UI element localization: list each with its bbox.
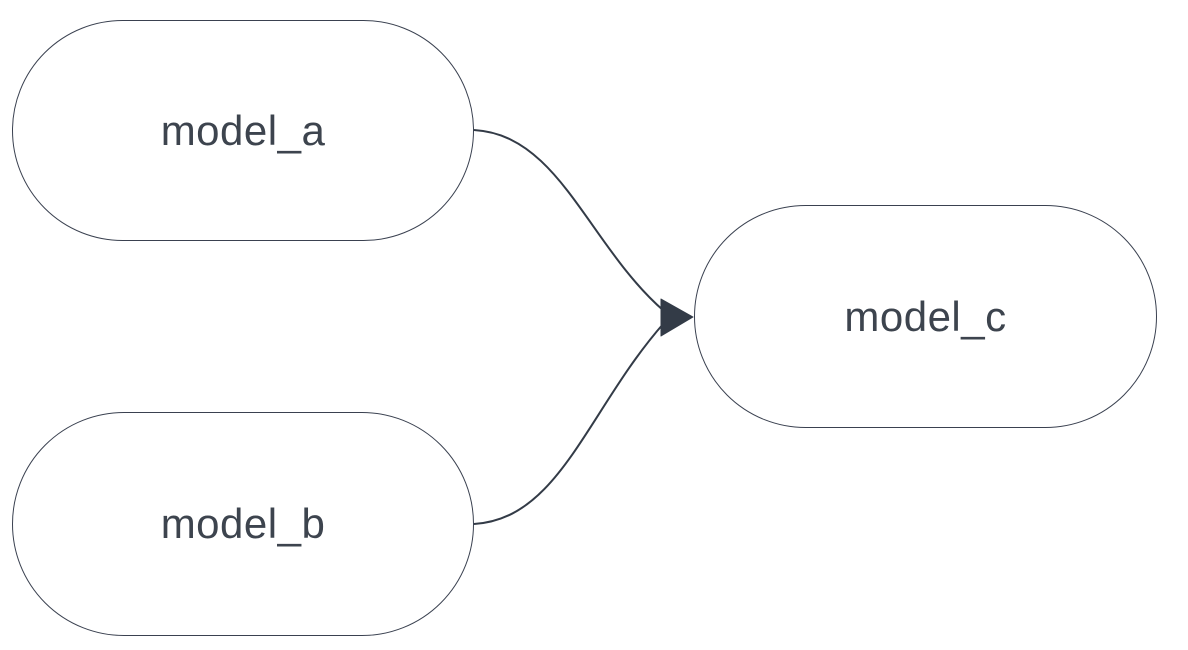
arrowhead-icon <box>660 298 694 337</box>
node-label-model_c: model_c <box>844 292 1007 340</box>
node-model_b[interactable]: model_b <box>12 412 474 636</box>
edge-model_a-to-model_c <box>473 129 665 312</box>
node-label-model_b: model_b <box>160 500 326 547</box>
node-label-model_a: model_a <box>160 106 326 154</box>
node-model_a[interactable]: model_a <box>12 20 474 241</box>
edge-model_b-to-model_c <box>473 322 665 525</box>
node-model_c[interactable]: model_c <box>694 205 1157 428</box>
